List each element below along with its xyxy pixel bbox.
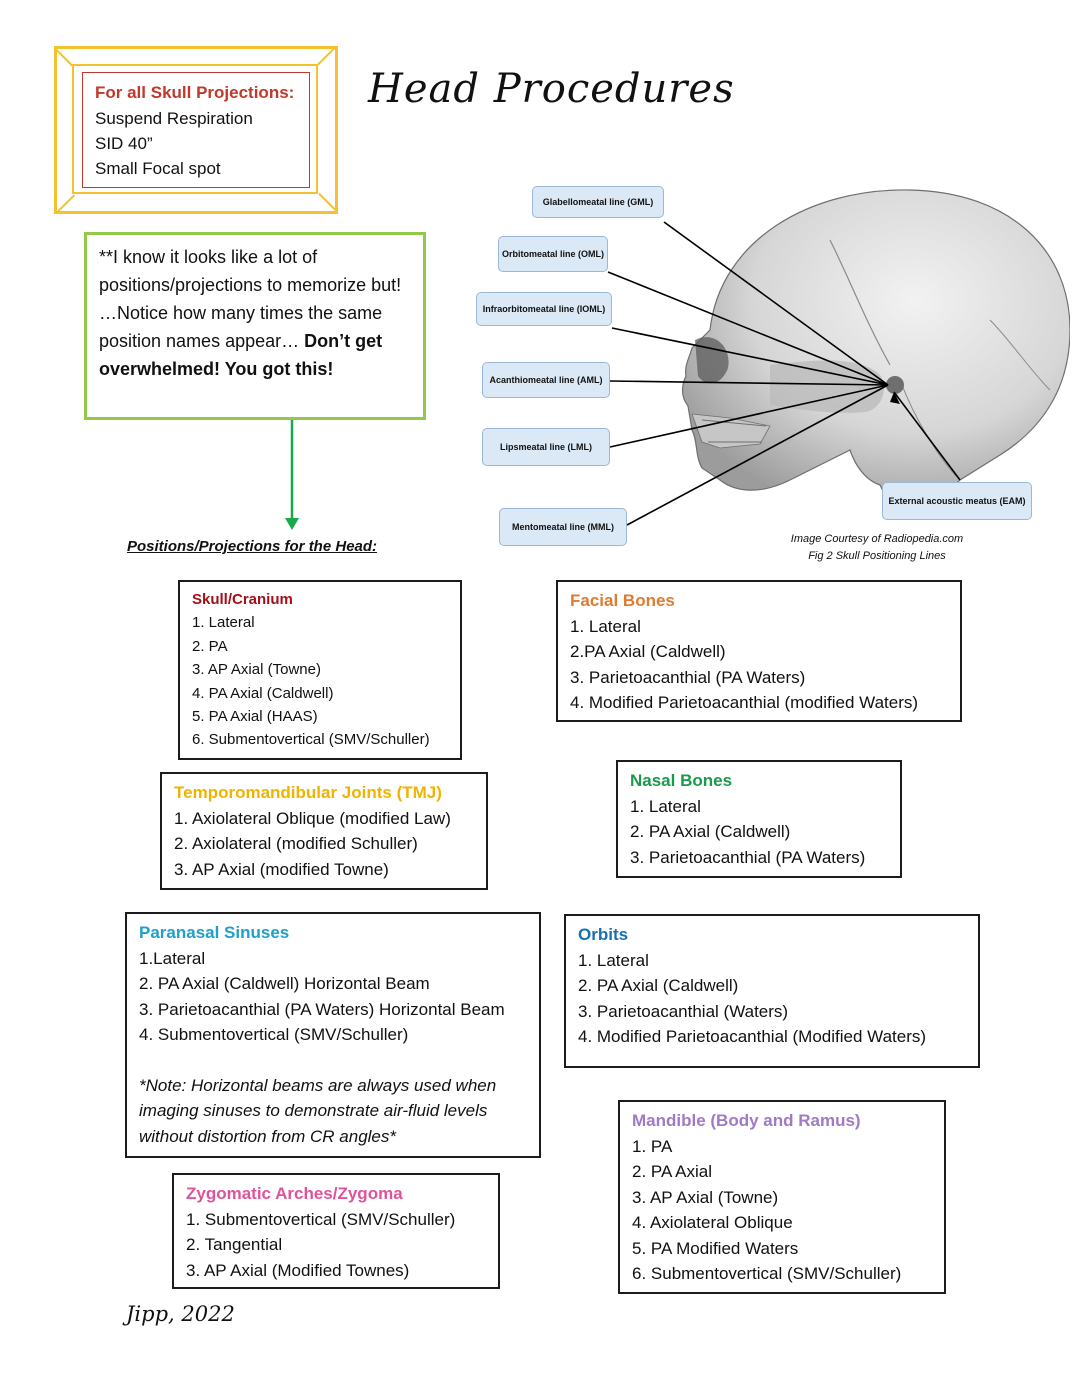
nasal-bones-box: Nasal Bones 1. Lateral 2. PA Axial (Cald… (616, 760, 902, 878)
paranasal-sinuses-box: Paranasal Sinuses 1.Lateral 2. PA Axial … (125, 912, 541, 1158)
note-emphasis: Don’t get overwhelmed! You got this! (99, 331, 383, 379)
list-item: 4. Submentovertical (SMV/Schuller) (139, 1025, 409, 1044)
list-item: 1.Lateral (139, 948, 206, 968)
list-item: 4. Axiolateral Oblique (632, 1213, 793, 1232)
list-item: 6. Submentovertical (SMV/Schuller) (632, 1264, 902, 1283)
credit-caption: Fig 2 Skull Positioning Lines (808, 550, 946, 562)
skull-cranium-box: Skull/Cranium 1. Lateral 2. PA 3. AP Axi… (178, 580, 462, 760)
list-item: 4. Modified Parietoacanthial (Modified W… (578, 1027, 927, 1046)
label-ioml: Infraorbitomeatal line (IOML) (476, 292, 612, 326)
all-skull-line: SID 40” (95, 134, 153, 153)
list-item: 1. Lateral (578, 950, 649, 970)
list-item: 2. PA (192, 637, 228, 655)
label-lml: Lipsmeatal line (LML) (482, 428, 610, 466)
list-item: 5. PA Modified Waters (632, 1238, 799, 1258)
list-item: 2. PA Axial (Caldwell) (630, 822, 791, 841)
list-item: 2.PA Axial (Caldwell) (570, 642, 726, 661)
positioning-lines (607, 221, 961, 526)
list-item: 4. PA Axial (Caldwell) (192, 684, 334, 702)
all-skull-heading: For all Skull Projections: (95, 83, 295, 102)
box-title: Mandible (Body and Ramus) (632, 1111, 861, 1130)
box-title: Paranasal Sinuses (139, 923, 290, 942)
list-item: 2. PA Axial (Caldwell) (578, 976, 739, 995)
list-item: 1. Submentovertical (SMV/Schuller) (186, 1209, 456, 1229)
eam-arrowhead-icon (890, 392, 900, 404)
list-item: 2. PA Axial (632, 1162, 713, 1181)
list-item: 6. Submentovertical (SMV/Schuller) (192, 731, 430, 749)
box-title: Orbits (578, 925, 629, 944)
list-item: 4. Modified Parietoacanthial (modified W… (570, 693, 919, 712)
list-item: 2. PA Axial (Caldwell) Horizontal Beam (139, 974, 430, 993)
page-title: Head Procedures (368, 66, 735, 112)
box-title: Skull/Cranium (192, 591, 293, 608)
label-mml: Mentomeatal line (MML) (499, 508, 627, 546)
list-item: 2. Tangential (186, 1235, 283, 1254)
down-arrow-icon (285, 420, 299, 530)
label-eam: External acoustic meatus (EAM) (882, 482, 1032, 520)
box-title: Zygomatic Arches/Zygoma (186, 1184, 403, 1203)
list-item: 3. Parietoacanthial (PA Waters) (630, 847, 866, 867)
box-title: Facial Bones (570, 591, 675, 610)
encouragement-note: **I know it looks like a lot of position… (84, 232, 426, 420)
list-item: 3. Parietoacanthial (PA Waters) Horizont… (139, 999, 505, 1019)
label-gml: Glabellomeatal line (GML) (532, 186, 664, 218)
list-item: 1. Lateral (192, 614, 255, 632)
all-skull-line: Small Focal spot (95, 159, 221, 178)
all-skull-line: Suspend Respiration (95, 109, 253, 128)
note-text: **I know it looks like a lot of position… (99, 247, 402, 351)
list-item: 2. Axiolateral (modified Schuller) (174, 834, 418, 853)
list-item: 1. Lateral (570, 616, 641, 636)
credit-source: Image Courtesy of Radiopedia.com (790, 533, 964, 545)
list-item: 1. Lateral (630, 796, 701, 816)
skull-diagram (607, 189, 1070, 526)
list-item: 3. Parietoacanthial (PA Waters) (570, 667, 806, 687)
box-title: Temporomandibular Joints (TMJ) (174, 783, 442, 802)
tmj-box: Temporomandibular Joints (TMJ) 1. Axiola… (160, 772, 488, 890)
mandible-box: Mandible (Body and Ramus) 1. PA 2. PA Ax… (618, 1100, 946, 1294)
list-item: 3. AP Axial (modified Towne) (174, 859, 389, 879)
image-credit: Image Courtesy of Radiopedia.com Fig 2 S… (770, 531, 984, 565)
facial-bones-box: Facial Bones 1. Lateral 2.PA Axial (Cald… (556, 580, 962, 722)
list-item: 5. PA Axial (HAAS) (192, 708, 318, 726)
label-oml: Orbitomeatal line (OML) (498, 236, 608, 272)
signature: Jipp, 2022 (126, 1302, 235, 1326)
skull-projection-frame (54, 46, 338, 214)
label-aml: Acanthiomeatal line (AML) (482, 362, 610, 398)
box-title: Nasal Bones (630, 771, 733, 790)
frame-inner-border (72, 64, 318, 194)
list-item: 3. Parietoacanthial (Waters) (578, 1001, 789, 1021)
skull-projection-info: For all Skull Projections: Suspend Respi… (82, 72, 310, 188)
list-item: 1. Axiolateral Oblique (modified Law) (174, 808, 451, 828)
zygoma-box: Zygomatic Arches/Zygoma 1. Submentoverti… (172, 1173, 500, 1289)
orbits-box: Orbits 1. Lateral 2. PA Axial (Caldwell)… (564, 914, 980, 1068)
list-item: 3. AP Axial (Towne) (632, 1187, 779, 1207)
list-item: 3. AP Axial (Towne) (192, 661, 321, 679)
sinus-note: *Note: Horizontal beams are always used … (139, 1075, 497, 1146)
list-item: 1. PA (632, 1136, 673, 1156)
skull-illustration (681, 189, 1070, 507)
section-heading: Positions/Projections for the Head: (127, 538, 378, 555)
list-item: 3. AP Axial (Modified Townes) (186, 1260, 410, 1280)
